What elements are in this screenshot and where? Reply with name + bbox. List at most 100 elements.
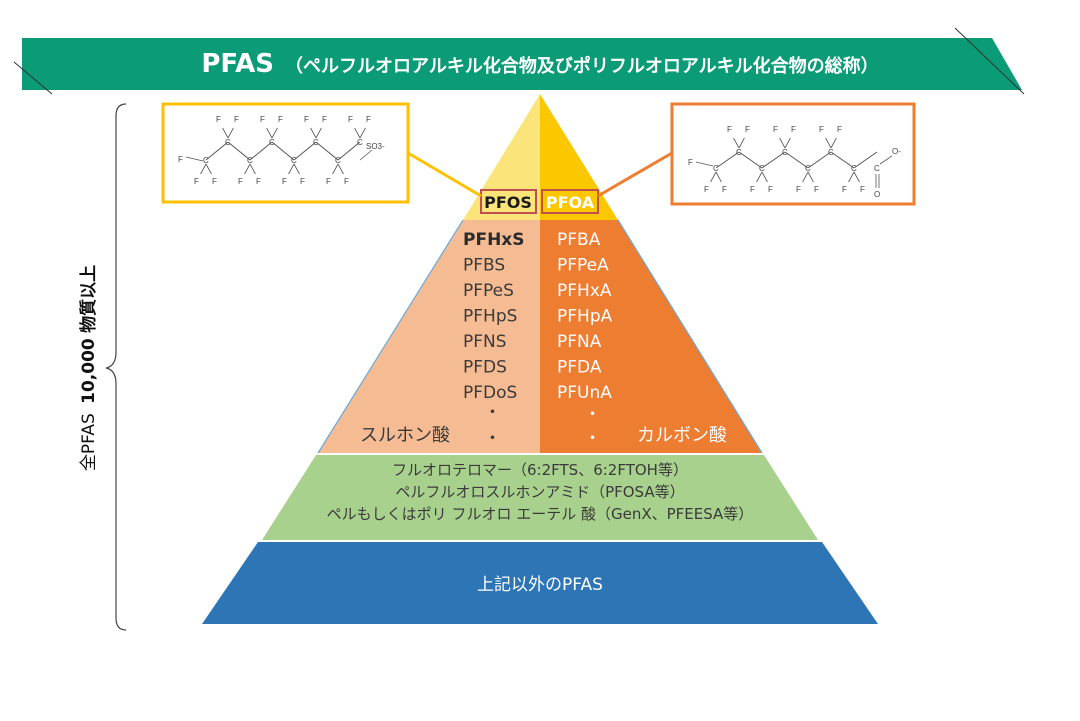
blue-tier-label: 上記以外のPFAS — [477, 575, 603, 595]
carbon-atom: C — [713, 164, 719, 173]
cf-bond — [315, 127, 322, 139]
cf-bond — [710, 171, 717, 183]
pyramid — [202, 94, 878, 624]
sulfonic-ellipsis-dot: ・ — [484, 403, 501, 423]
sulfonic-item: PFHxS — [463, 230, 525, 250]
fluorine-atom: F — [300, 177, 305, 186]
carboxylic-item: PFHxA — [557, 281, 612, 301]
fluorine-atom: F — [194, 177, 199, 186]
carbon-atom: C — [736, 148, 742, 157]
green-tier-text: フルオロテロマー（6:2FTS、6:2FTOH等） ペルフルオロスルホンアミド（P… — [327, 461, 754, 523]
fluorine-atom: F — [860, 185, 865, 194]
carboxylic-item: PFBA — [557, 230, 601, 250]
pfoa-connector — [597, 151, 673, 198]
green-tier-line: ペルフルオロスルホンアミド（PFOSA等） — [395, 483, 684, 501]
tier-green — [262, 455, 818, 540]
fluorine-atom: F — [814, 185, 819, 194]
pfos-highlight-box — [480, 189, 537, 214]
cf-bond — [761, 171, 768, 183]
carbon-atom: C — [313, 138, 319, 147]
cf-bond — [715, 171, 722, 183]
chain-bond — [293, 141, 317, 161]
fluorine-atom: F — [750, 185, 755, 194]
cf-bond — [332, 163, 339, 175]
cf-bond — [288, 163, 295, 175]
carbon-atom: C — [759, 164, 765, 173]
fluorine-atom: F — [238, 177, 243, 186]
green-tier-line: ペルもしくはポリ フルオロ エーテル 酸（GenX、PFEESA等） — [327, 505, 754, 523]
title-banner: PFAS （ペルフルオロアルキル化合物及びポリフルオロアルキル化合物の総称） — [13, 27, 1025, 95]
fluorine-atom: F — [837, 125, 842, 134]
side-brace — [105, 103, 127, 631]
banner-title-main: PFAS — [201, 49, 274, 79]
cf-bond — [271, 127, 278, 139]
fluorine-atom: F — [727, 125, 732, 134]
banner-accent-left — [13, 61, 53, 95]
sulfonic-item: PFBS — [463, 256, 505, 276]
fluorine-atom: F — [256, 177, 261, 186]
fluorine-atom: F — [366, 115, 371, 124]
fluorine-atom: F — [796, 185, 801, 194]
sulfonic-item: PFNS — [463, 332, 507, 352]
cf-bond — [185, 156, 204, 162]
carbon-atom: C — [805, 164, 811, 173]
green-tier-line: フルオロテロマー（6:2FTS、6:2FTOH等） — [392, 461, 688, 479]
pfos-label: PFOS — [484, 193, 532, 212]
fluorine-atom: F — [216, 115, 221, 124]
cf-bond — [848, 171, 855, 183]
fluorine-atom: F — [842, 185, 847, 194]
chain-bond — [715, 151, 740, 169]
tier-carboxylic — [540, 220, 762, 453]
fluorine-atom: F — [745, 125, 750, 134]
cf-bond — [244, 163, 251, 175]
carboxylic-item: PFPeA — [557, 256, 609, 276]
carbon-atom: C — [335, 156, 341, 165]
chain-bond — [337, 141, 361, 161]
cf-bond — [738, 137, 745, 149]
cf-bond — [205, 163, 212, 175]
tier-sulfonic — [318, 220, 540, 453]
carbon-atom: C — [247, 156, 253, 165]
carbon-atom: C — [828, 148, 834, 157]
cf-bond — [802, 171, 809, 183]
fluorine-atom: F — [278, 115, 283, 124]
chain-bond — [830, 151, 855, 169]
fluorine-atom: F — [344, 177, 349, 186]
sulfonate-group: SO3- — [366, 142, 385, 151]
chain-bond — [271, 141, 295, 161]
fluorine-atom: F — [773, 125, 778, 134]
cf-bond — [807, 171, 814, 183]
cf-bond — [227, 127, 234, 139]
carboxylic-item: PFNA — [557, 332, 602, 352]
side-label-prefix: 全PFAS — [79, 413, 99, 471]
banner-accent-right — [954, 27, 1025, 95]
fluorine-atom: F — [304, 115, 309, 124]
chain-bond — [784, 151, 809, 169]
cf-bond — [756, 171, 763, 183]
carbon-atom: C — [357, 138, 363, 147]
cf-bond — [266, 127, 273, 139]
cf-bond — [310, 127, 317, 139]
side-label-count: 10,000 — [79, 338, 99, 404]
chain-bond — [315, 141, 339, 161]
fluorine-atom: F — [768, 185, 773, 194]
tier-top-right — [540, 94, 618, 220]
carbon-atom: C — [225, 138, 231, 147]
fluorine-atom: F — [722, 185, 727, 194]
carboxylic-item: PFUnA — [557, 383, 612, 403]
chain-bond — [205, 141, 229, 161]
cf-bond — [733, 137, 740, 149]
pfos-connector — [407, 151, 482, 198]
carbonyl-oxygen: O — [874, 190, 880, 199]
cf-bond — [825, 137, 832, 149]
cf-bond — [354, 127, 361, 139]
carbon-atom: C — [203, 156, 209, 165]
sulfonic-ellipsis-dot: ・ — [484, 429, 501, 449]
fluorine-atom: F — [348, 115, 353, 124]
carboxylic-item: PFHpA — [557, 307, 613, 327]
tier-edge-right — [617, 219, 763, 454]
